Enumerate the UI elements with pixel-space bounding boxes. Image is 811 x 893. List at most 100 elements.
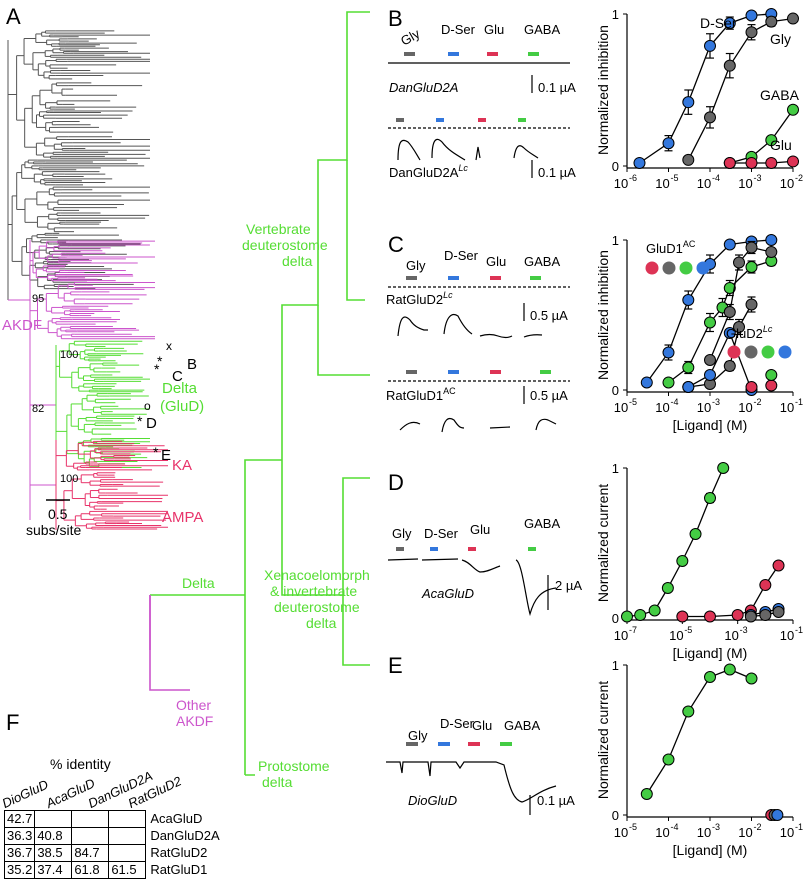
data-point	[745, 261, 758, 273]
phylogenetic-tree	[7, 30, 168, 530]
e-name: DioGluD	[408, 793, 457, 808]
x-tick-exponent: -3	[712, 397, 720, 407]
x-tick-label: 10	[697, 176, 711, 191]
e-lig-glu: Glu	[472, 718, 492, 733]
gluD-label: (GluD)	[160, 398, 204, 415]
b-top-name: DanGluD2A	[389, 80, 458, 95]
ligand-bar	[518, 118, 526, 122]
c-bottom-name: RatGluD1AC	[386, 386, 456, 403]
x-tick-label: 10	[655, 825, 669, 840]
y-tick-label: 1	[612, 658, 619, 673]
clade-vertebrate-3: delta	[282, 253, 313, 269]
ligand-bar	[530, 276, 541, 280]
data-point	[704, 492, 716, 504]
ligand-bar	[396, 118, 404, 122]
y-axis-label: Normalized inhibition	[595, 250, 611, 380]
x-tick-label: 10	[780, 825, 794, 840]
x-tick-exponent: -5	[629, 822, 637, 832]
clade-vertebrate-1: Vertebrate	[246, 221, 311, 237]
x-axis-label: [Ligand] (M)	[673, 645, 748, 661]
ligand-bar	[436, 118, 444, 122]
clade-xenac-1: Xenacoelomorph	[264, 567, 370, 583]
identity-table: 42.7 AcaGluD 36.3 40.8 DanGluD2A 36.7 38…	[3, 810, 223, 879]
data-point	[634, 609, 647, 621]
data-point	[704, 111, 716, 124]
bootstrap-82: 82	[32, 403, 44, 415]
data-point	[723, 327, 736, 339]
e-lig-gly: Gly	[408, 728, 428, 743]
trace-labels: Gly D-Ser Glu GABA DanGluD2A 0.1 µA DanG…	[386, 22, 582, 808]
table-cell: 84.7	[71, 844, 110, 862]
e-scale: 0.1 µA	[537, 793, 575, 808]
d-lig-gly: Gly	[392, 526, 412, 541]
c-lig-gaba: GABA	[524, 254, 560, 269]
panel-letter-c: C	[388, 232, 404, 257]
data-point	[704, 316, 716, 329]
marker-o: o	[144, 399, 151, 413]
table-cell: 40.8	[34, 827, 73, 845]
clade-delta: Delta	[182, 575, 215, 591]
row-label: DanGluD2A	[150, 828, 220, 843]
legend-dot	[679, 261, 693, 275]
data-point	[745, 156, 758, 169]
fit-curve	[646, 668, 752, 795]
x-tick-label: 10	[780, 628, 794, 643]
x-tick-label: 10	[780, 400, 794, 415]
marker-letter-e: E	[161, 447, 171, 464]
data-point	[723, 282, 736, 294]
legend-dot	[662, 261, 676, 275]
legend-dot	[696, 261, 710, 275]
akdf-label: AKDF	[2, 317, 42, 334]
data-point	[787, 155, 799, 168]
table-cell: 35.2	[3, 861, 36, 879]
panel-letter-a: A	[6, 4, 21, 29]
data-point	[704, 39, 716, 52]
y-tick-label: 0	[612, 159, 619, 174]
current-trace	[535, 418, 557, 431]
data-point	[662, 346, 675, 359]
data-point	[682, 705, 695, 718]
electrophysiology-traces	[386, 52, 570, 815]
bootstrap-100a: 100	[60, 349, 78, 361]
series-label: D-Ser	[700, 15, 737, 31]
legend-gluD1: GluD1AC	[646, 239, 696, 256]
x-tick-label: 10	[780, 176, 794, 191]
data-point	[661, 582, 674, 594]
x-tick-exponent: -7	[629, 625, 637, 635]
panel-letter-e: E	[388, 653, 403, 678]
clade-xenac-3: deuterostome	[274, 599, 360, 615]
b-lig-dser: D-Ser	[441, 22, 476, 37]
data-point	[717, 462, 730, 474]
x-tick-label: 10	[697, 825, 711, 840]
current-trace	[475, 146, 481, 161]
table-cell	[71, 827, 110, 845]
data-point	[704, 610, 716, 623]
b-top-scale: 0.1 µA	[538, 80, 576, 95]
current-trace	[479, 333, 513, 339]
b-lig-gaba: GABA	[524, 22, 560, 37]
tree-labels: AKDF Delta (GluD) KA AMPA 95 100 82 100 …	[2, 293, 204, 538]
series-label: Gly	[770, 31, 791, 47]
cladogram	[150, 11, 370, 776]
current-trace	[513, 145, 539, 159]
y-tick-label: 1	[612, 461, 619, 476]
x-tick-label: 10	[669, 628, 683, 643]
identity-table-body: 42.7 AcaGluD 36.3 40.8 DanGluD2A 36.7 38…	[3, 810, 223, 879]
x-tick-label: 10	[614, 628, 628, 643]
c-top-scale: 0.5 µA	[530, 308, 568, 323]
d-lig-glu: Glu	[470, 522, 490, 537]
current-trace	[515, 559, 557, 617]
clade-xenac-2: & invertebrate	[270, 583, 357, 599]
ligand-bar	[430, 547, 438, 551]
ligand-bar	[438, 742, 450, 746]
data-point	[682, 361, 695, 374]
x-tick-exponent: -3	[753, 173, 761, 183]
data-point	[723, 306, 736, 318]
row-label: RatGluD1	[150, 862, 208, 877]
data-point	[723, 238, 736, 251]
data-point	[787, 103, 799, 116]
identity-col-0: DioGluD	[0, 776, 51, 811]
y-axis-label: Normalized inhibition	[595, 25, 611, 155]
data-point	[621, 610, 633, 623]
marker-letter-b: B	[187, 356, 197, 373]
